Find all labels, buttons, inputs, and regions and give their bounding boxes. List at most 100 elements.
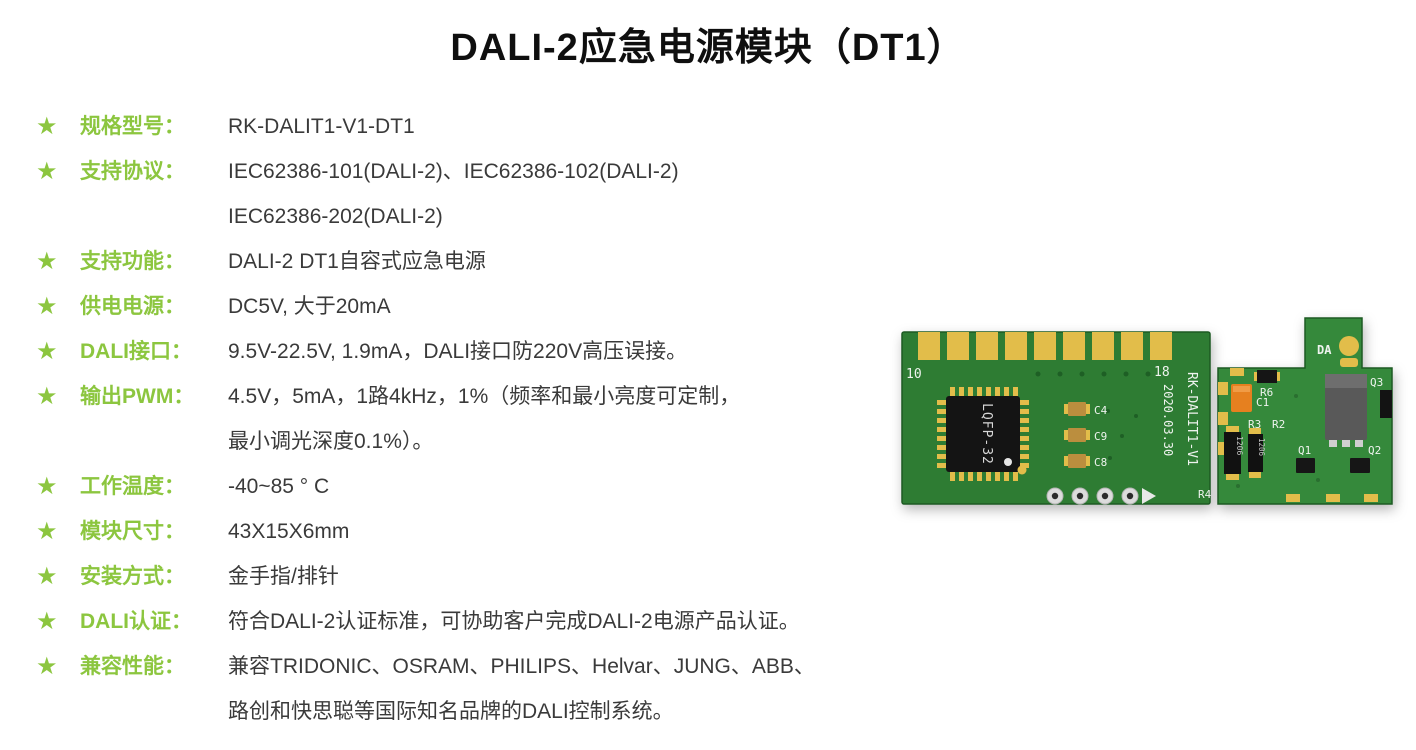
ref-r4: R4 (1198, 488, 1212, 501)
spec-value-line: -40~85 ° C (228, 475, 330, 498)
regulator-top-band (1325, 374, 1367, 388)
star-icon: ★ (36, 293, 58, 320)
spec-row: ★ 兼容性能： 兼容TRIDONIC、OSRAM、PHILIPS、Helvar、JU… (36, 644, 815, 734)
mcu-pin1-dot (1004, 458, 1012, 466)
r6-body (1257, 370, 1277, 383)
test-point (1017, 465, 1027, 475)
spec-value: RK-DALIT1-V1-DT1 (228, 104, 415, 149)
spec-label: 安装方式： (80, 565, 185, 588)
bottom-holes (1046, 487, 1156, 505)
spec-value: DALI-2 DT1自容式应急电源 (228, 239, 486, 284)
spec-value-line: IEC62386-101(DALI-2)、IEC62386-102(DALI-2… (228, 160, 679, 183)
spec-value: DC5V, 大于20mA (228, 284, 391, 329)
regulator-body (1325, 374, 1367, 440)
regulator-pins (1329, 440, 1363, 447)
spec-label: 兼容性能： (80, 655, 185, 678)
pin-number-first: 10 (906, 367, 922, 382)
spec-value: 符合DALI-2认证标准，可协助客户完成DALI-2电源产品认证。 (228, 599, 800, 644)
spec-value-line: 金手指/排针 (228, 565, 339, 588)
sot23-a (1296, 458, 1315, 473)
spec-row: ★ 模块尺寸： 43X15X6mm (36, 509, 815, 554)
spec-row: ★ DALI接口： 9.5V-22.5V, 1.9mA，DALI接口防220V高压误… (36, 329, 815, 374)
ref-q1: Q1 (1298, 444, 1311, 457)
via-row (1035, 371, 1151, 460)
star-icon: ★ (36, 473, 58, 500)
star-icon: ★ (36, 113, 58, 140)
ref-q2: Q2 (1368, 444, 1381, 457)
spec-value: 金手指/排针 (228, 554, 339, 599)
spec-row: ★ 输出PWM： 4.5V，5mA，1路4kHz，1%（频率和最小亮度可定制， 最小调… (36, 374, 815, 464)
spec-label: DALI接口： (80, 340, 192, 363)
page-title: DALI-2应急电源模块（DT1） (450, 27, 966, 69)
spec-value: 9.5V-22.5V, 1.9mA，DALI接口防220V高压误接。 (228, 329, 687, 374)
spec-row: ★ 安装方式： 金手指/排针 (36, 554, 815, 599)
star-icon: ★ (36, 653, 58, 680)
spec-row: ★ 支持协议： IEC62386-101(DALI-2)、IEC62386-102(… (36, 149, 815, 239)
spec-value-line: 9.5V-22.5V, 1.9mA，DALI接口防220V高压误接。 (228, 340, 688, 363)
spec-label: 输出PWM： (80, 385, 195, 408)
r6-pad2 (1277, 372, 1280, 381)
da-pad-label: DA (1317, 343, 1332, 357)
spec-value: 兼容TRIDONIC、OSRAM、PHILIPS、Helvar、JUNG、ABB… (228, 644, 815, 734)
smd-1206-b: 1206 (1248, 428, 1266, 478)
spec-label: 工作温度： (80, 475, 185, 498)
ref-r2: R2 (1272, 418, 1285, 431)
spec-value-line: DALI-2 DT1自容式应急电源 (228, 250, 486, 273)
smd-code-text: 1206 (1235, 436, 1244, 455)
spec-label: 模块尺寸： (80, 520, 185, 543)
spec-row: ★ 支持功能： DALI-2 DT1自容式应急电源 (36, 239, 815, 284)
mcu-body (946, 396, 1020, 472)
spec-value-line: 兼容TRIDONIC、OSRAM、PHILIPS、Helvar、JUNG、ABB… (228, 655, 815, 678)
star-icon: ★ (36, 338, 58, 365)
cap-column: C4 C9 C8 (1064, 402, 1108, 469)
ref-c1: C1 (1256, 396, 1269, 409)
ref-c4: C4 (1094, 404, 1108, 417)
sot23-b (1350, 458, 1370, 473)
right-board-vias (1236, 394, 1320, 488)
pcb-photo: 10 18 LQFP-32 C4 C9 C8 2020.0 (901, 317, 1393, 505)
spec-value-line: DC5V, 大于20mA (228, 295, 391, 318)
ref-q3: Q3 (1370, 376, 1383, 389)
spec-value-line: 符合DALI-2认证标准，可协助客户完成DALI-2电源产品认证。 (228, 610, 800, 633)
spec-value-line: IEC62386-202(DALI-2) (228, 205, 443, 228)
spec-value: IEC62386-101(DALI-2)、IEC62386-102(DALI-2… (228, 149, 679, 239)
da-gold-pad2 (1340, 358, 1358, 367)
right-board-edge-pads (1218, 368, 1378, 502)
spec-row: ★ DALI认证： 符合DALI-2认证标准，可协助客户完成DALI-2电源产品认证… (36, 599, 815, 644)
spec-label: 供电电源： (80, 295, 185, 318)
smd-code-text: 1206 (1257, 438, 1266, 457)
spec-value-line: 最小调光深度0.1%）。 (228, 430, 434, 453)
spec-value: -40~85 ° C (228, 464, 329, 509)
star-icon: ★ (36, 248, 58, 275)
spec-row: ★ 工作温度： -40~85 ° C (36, 464, 815, 509)
right-edge-component (1380, 390, 1392, 418)
mcu-label: LQFP-32 (979, 403, 994, 465)
spec-value-line: 43X15X6mm (228, 520, 350, 543)
da-gold-pad (1339, 336, 1359, 356)
spec-value-line: 路创和快思聪等国际知名品牌的DALI控制系统。 (228, 700, 674, 723)
spec-value-line: RK-DALIT1-V1-DT1 (228, 115, 415, 138)
ref-r6: R6 (1260, 386, 1273, 399)
ref-r3: R3 (1248, 418, 1261, 431)
spec-label: 支持协议： (80, 160, 185, 183)
ref-c8: C8 (1094, 456, 1107, 469)
star-icon: ★ (36, 518, 58, 545)
spec-label: DALI认证： (80, 610, 192, 633)
star-icon: ★ (36, 383, 58, 410)
silkscreen-arrow (1142, 488, 1156, 504)
star-icon: ★ (36, 563, 58, 590)
mcu-chip: LQFP-32 (937, 387, 1029, 481)
spec-row: ★ 供电电源： DC5V, 大于20mA (36, 284, 815, 329)
r6-pad (1254, 372, 1257, 381)
ref-c9: C9 (1094, 430, 1107, 443)
silkscreen-board-name: RK-DALIT1-V1 (1184, 372, 1199, 466)
spec-label: 支持功能： (80, 250, 185, 273)
star-icon: ★ (36, 608, 58, 635)
spec-value: 43X15X6mm (228, 509, 349, 554)
spec-value-line: 4.5V，5mA，1路4kHz，1%（频率和最小亮度可定制， (228, 385, 741, 408)
mcu-pins (937, 387, 1029, 481)
spec-row: ★规格型号：RK-DALIT1-V1-DT1 (36, 104, 815, 149)
star-icon: ★ (36, 158, 58, 185)
smd-1206-a: 1206 (1224, 426, 1244, 480)
silkscreen-date: 2020.03.30 (1161, 384, 1175, 456)
